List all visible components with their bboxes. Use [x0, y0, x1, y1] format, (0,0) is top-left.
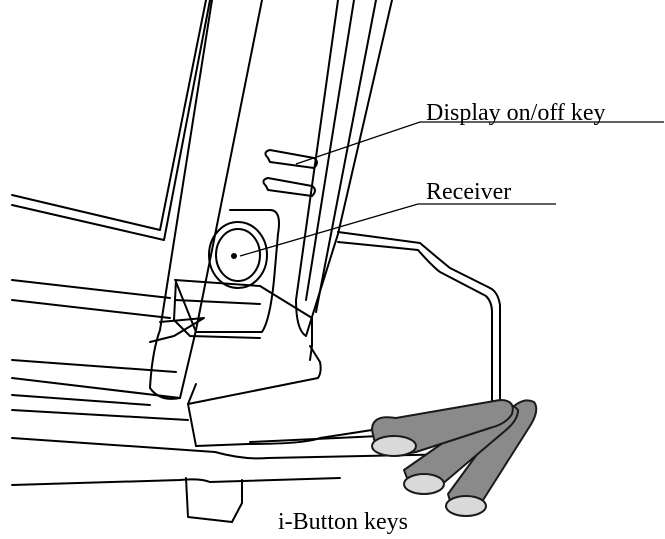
neck-outline [174, 279, 313, 361]
base-top-right [337, 231, 491, 289]
base-front-edge [11, 437, 463, 460]
panel-right-bezel [305, 0, 355, 301]
base-left-edges-2 [11, 409, 189, 421]
neck-face [174, 299, 261, 305]
base-top-inner [195, 429, 373, 447]
panel-right-bezel-2 [315, 0, 377, 313]
ibutton-keys-callout: i-Button keys [278, 509, 408, 535]
screen-lower-edge [11, 299, 171, 319]
base-skirt-right [231, 479, 243, 523]
ibutton-disc-3 [445, 495, 487, 517]
base-step-2 [187, 345, 322, 405]
display-key-callout: Display on/off key [426, 100, 606, 126]
receiver-callout: Receiver [426, 179, 512, 205]
base-left-edges [11, 394, 151, 406]
ibutton-disc-2 [403, 473, 445, 495]
receiver-housing [175, 209, 280, 333]
panel-outer-left [149, 0, 263, 400]
base-skirt-left [185, 477, 233, 523]
neck-diagonal [149, 317, 205, 343]
panel-bottom-edge [11, 377, 181, 399]
display-key-leader [295, 121, 664, 165]
receiver-icon [208, 221, 268, 289]
ibutton-disc-1 [371, 435, 417, 457]
receiver-leader [239, 203, 556, 257]
screen-inner [11, 0, 207, 231]
display-key-lower [262, 177, 316, 197]
screen-lower-edge-2 [11, 279, 171, 299]
screen-outline [11, 0, 211, 241]
neck-inner [173, 279, 261, 339]
base-step [187, 383, 197, 447]
panel-bottom-inner [11, 359, 177, 373]
panel-outer-right [295, 0, 393, 337]
base-bottom-edge [11, 477, 341, 486]
ibutton-keys [371, 399, 538, 517]
